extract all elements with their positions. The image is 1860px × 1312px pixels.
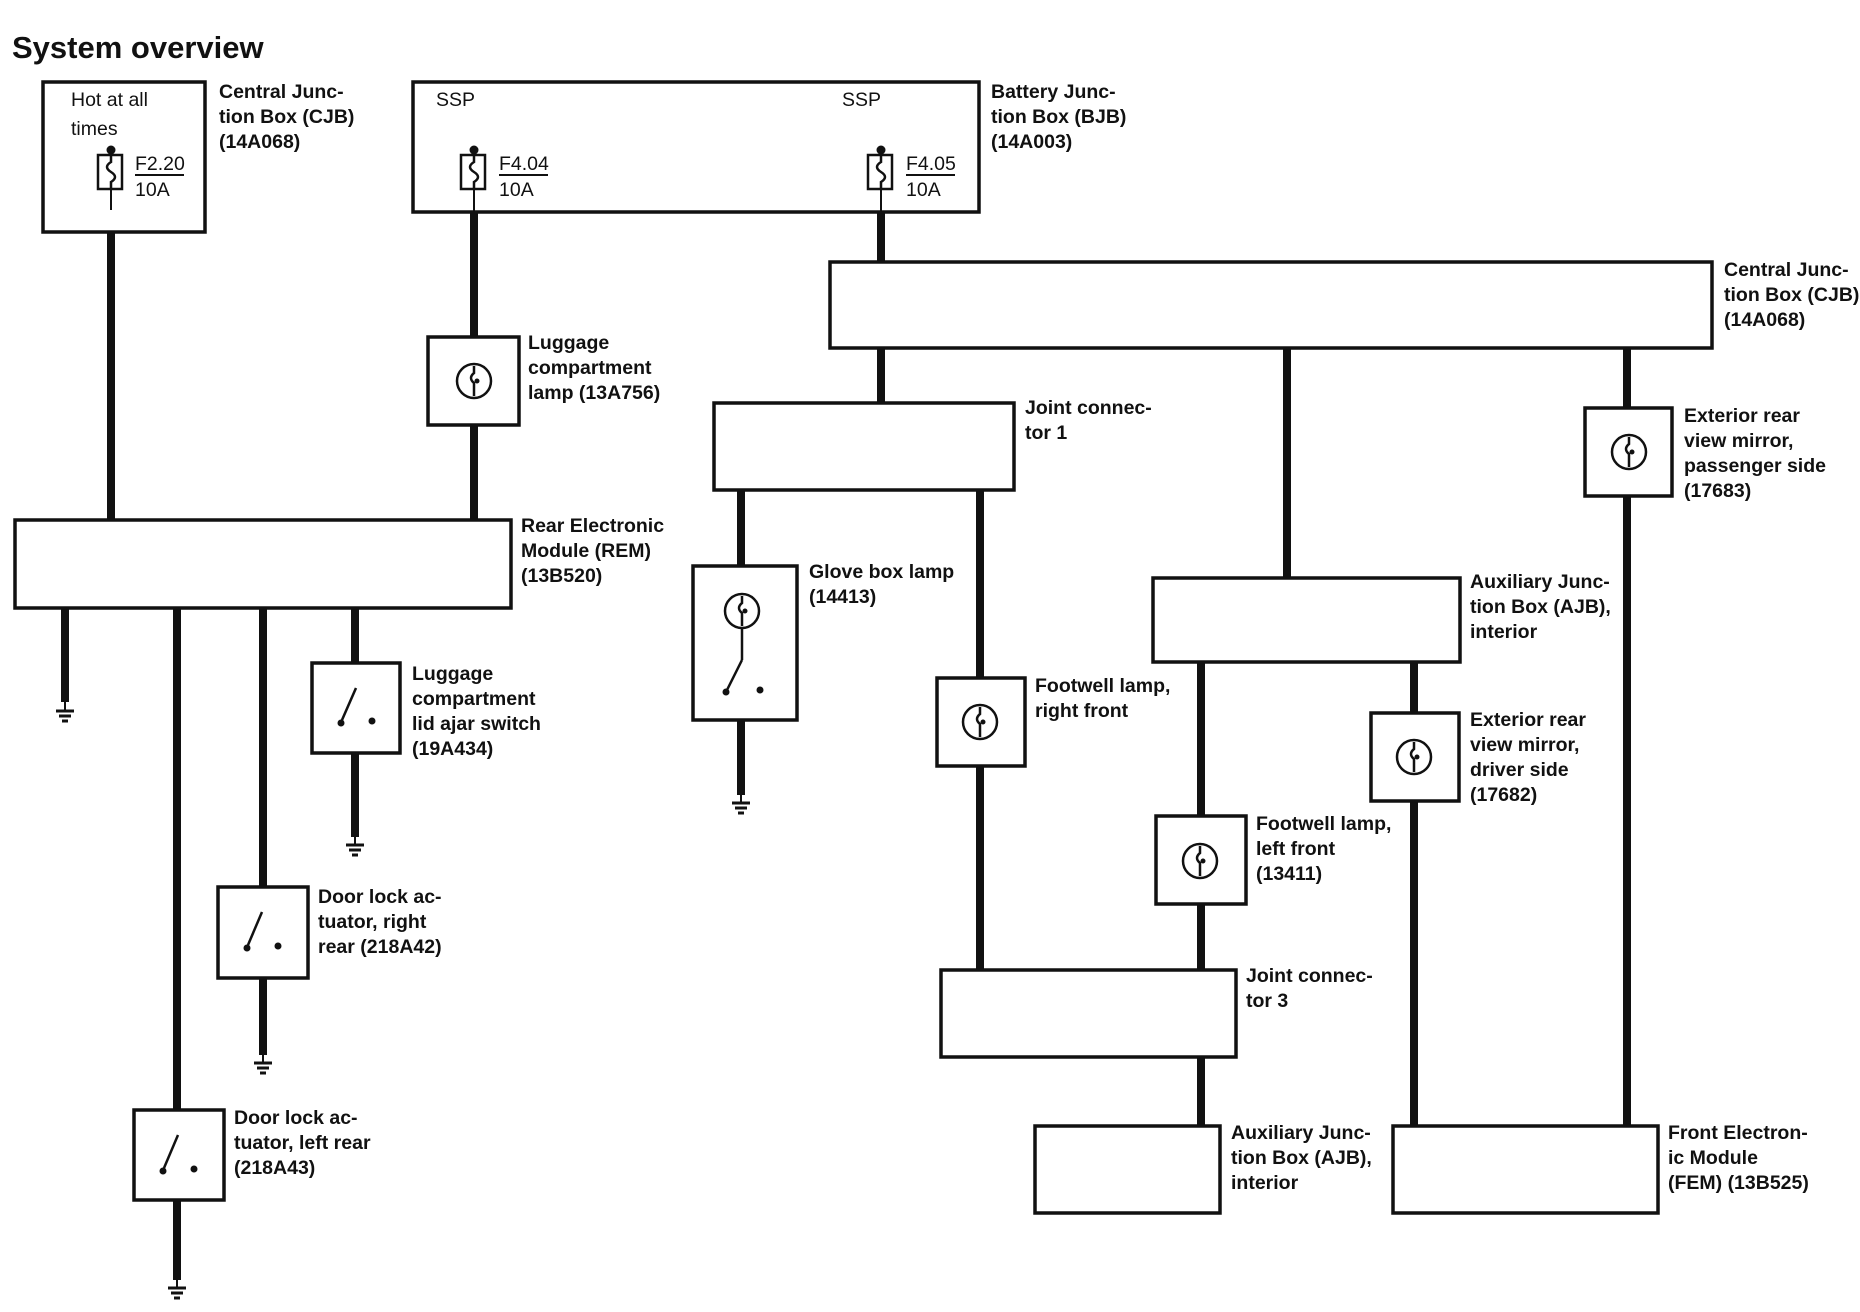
mirror-passenger-label: Exterior rear view mirror, passenger sid… [1684,405,1831,502]
fem-box [1391,1124,1660,1215]
door-lock-lr-label: Door lock ac- tuator, left rear (218A43) [234,1107,376,1179]
door-lock-rr-label: Door lock ac- tuator, right rear (218A42… [318,886,447,958]
bjb-label: Battery Junc- tion Box (BJB) (14A003) [991,81,1132,153]
glove-box-lamp-label: Glove box lamp (14413) [809,561,960,608]
ajb-lower-label: Auxiliary Junc- tion Box (AJB), interior [1231,1122,1377,1194]
rem-label: Rear Electronic Module (REM) (13B520) [521,515,669,587]
luggage-lamp-label: Luggage compartment lamp (13A756) [528,332,660,404]
footwell-lf-label: Footwell lamp, left front (13411) [1256,813,1397,885]
ajb-upper-label: Auxiliary Junc- tion Box (AJB), interior [1470,571,1616,643]
footwell-rf-label: Footwell lamp, right front [1035,675,1176,722]
bjb-box [411,80,981,214]
mirror-passenger-component [1583,406,1674,498]
joint-connector-1-box [712,401,1016,492]
ground-icon [346,837,364,857]
ssp-left-label: SSP [436,89,475,111]
joint-connector-1-label: Joint connec- tor 1 [1025,397,1157,444]
glove-box-lamp-component [691,564,799,722]
ground-icon [254,1055,272,1075]
ground-icon [732,795,750,815]
joint-connector-3-label: Joint connec- tor 3 [1246,965,1378,1012]
luggage-lamp-component [426,335,521,427]
footwell-lamp-rf-component [935,676,1027,768]
fuse-f220-label: F2.20 10A [135,153,190,201]
fuse-f405-label: F4.05 10A [906,153,961,201]
cjb-right-label: Central Junc- tion Box (CJB) (14A068) [1724,259,1860,331]
fuse-f220 [96,145,184,210]
cjb-left-label: Central Junc- tion Box (CJB) (14A068) [219,81,360,153]
fuse-f404-label: F4.04 10A [499,153,554,201]
luggage-switch-label: Luggage compartment lid ajar switch (19A… [412,663,546,760]
ground-icon [168,1280,186,1300]
door-lock-lr-component [132,1108,226,1202]
ajb-lower-box [1033,1124,1222,1215]
cjb-left-box [41,80,207,234]
door-lock-rr-component [216,885,310,980]
fem-label: Front Electron- ic Module (FEM) (13B525) [1668,1122,1813,1194]
hot-at-all-times-label: Hot at all times [71,89,153,140]
ground-icon [56,702,74,723]
cjb-right-box [828,260,1714,350]
mirror-driver-component [1369,711,1461,803]
luggage-lid-switch-component [310,661,402,755]
joint-connector-3-box [939,968,1238,1059]
fuse-f405 [866,145,955,212]
footwell-lamp-lf-component [1154,814,1248,906]
fuse-f404 [459,145,548,212]
ssp-right-label: SSP [842,89,881,111]
rem-box [13,518,513,610]
mirror-driver-label: Exterior rear view mirror, driver side (… [1470,709,1591,806]
page-title: System overview [12,30,264,65]
ajb-upper-box [1151,576,1462,664]
